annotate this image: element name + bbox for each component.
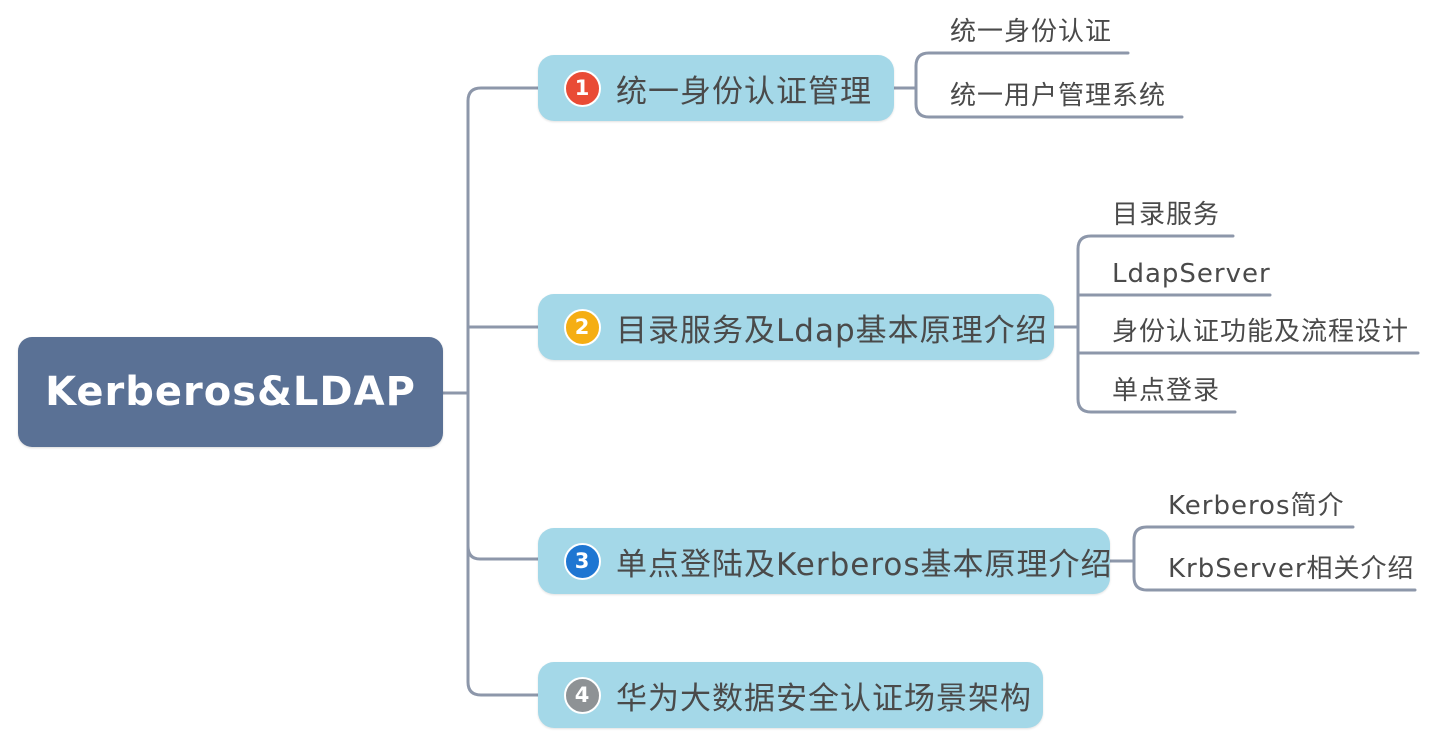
branch-topic-2[interactable]: 2 目录服务及Ldap基本原理介绍 [538,294,1054,360]
branch-topic-4[interactable]: 4 华为大数据安全认证场景架构 [538,662,1043,728]
subtopic-2-1[interactable]: 目录服务 [1112,200,1221,230]
root-topic[interactable]: Kerberos&LDAP [18,337,443,447]
underline-branch2-leaf4 [1076,325,1237,414]
branch-topic-2-label: 目录服务及Ldap基本原理介绍 [616,312,1048,349]
connector-trunk [466,86,540,697]
number-badge-2-icon: 2 [564,308,601,346]
branch-topic-1-label: 统一身份认证管理 [616,73,872,110]
branch-topic-3-label: 单点登陆及Kerberos基本原理介绍 [616,546,1113,583]
underline-branch2-leaf1 [1076,234,1235,329]
number-badge-4-icon: 4 [564,676,601,714]
underline-branch1-leaf1 [914,51,1130,90]
number-badge-3-icon: 3 [564,542,601,580]
subtopic-2-2[interactable]: LdapServer [1112,259,1271,289]
underline-branch3-leaf1 [1132,525,1355,563]
subtopic-2-4[interactable]: 单点登录 [1112,376,1221,406]
underline-branch1-leaf2 [914,86,1184,119]
subtopic-3-1[interactable]: Kerberos简介 [1168,491,1345,521]
branch-topic-1[interactable]: 1 统一身份认证管理 [538,55,894,121]
branch-topic-4-label: 华为大数据安全认证场景架构 [616,680,1032,717]
underline-branch3-leaf2 [1132,559,1417,592]
branch-topic-3[interactable]: 3 单点登陆及Kerberos基本原理介绍 [538,528,1113,594]
subtopic-1-1[interactable]: 统一身份认证 [950,17,1113,47]
subtopic-3-2[interactable]: KrbServer相关介绍 [1168,554,1415,584]
subtopic-1-2[interactable]: 统一用户管理系统 [950,81,1167,111]
number-badge-1-icon: 1 [564,69,601,107]
subtopic-2-3[interactable]: 身份认证功能及流程设计 [1112,317,1410,347]
connector-branch3 [466,544,540,561]
root-topic-label: Kerberos&LDAP [45,369,416,415]
